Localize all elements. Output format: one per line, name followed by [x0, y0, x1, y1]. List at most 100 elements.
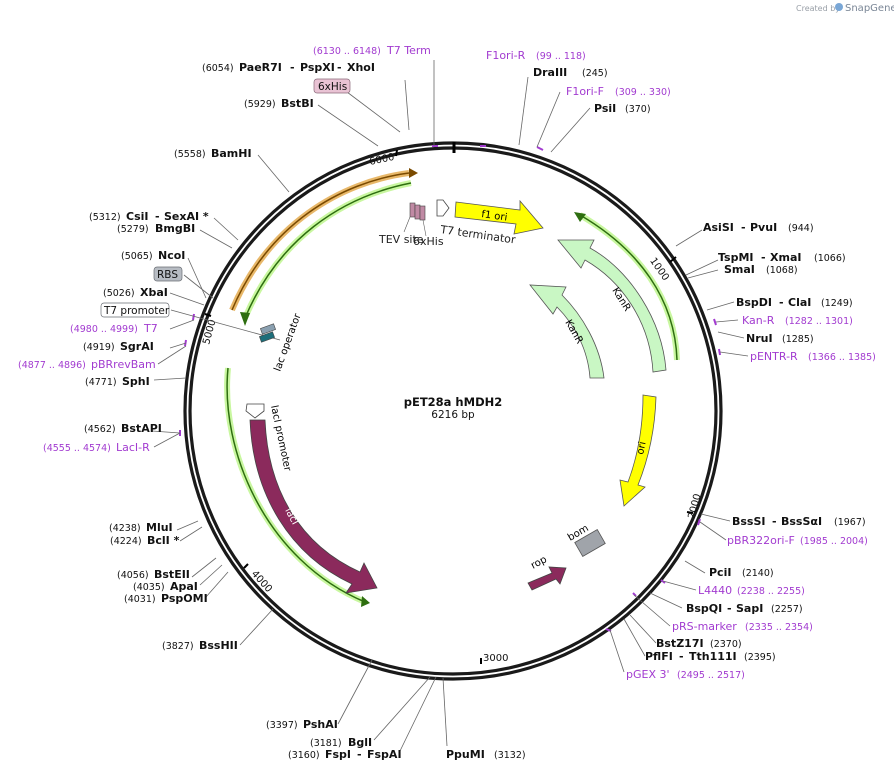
green-arc-right-arrowhead [574, 212, 586, 222]
label-ncoi: (5065) NcoI [121, 249, 185, 262]
label-bsshii: (3827) BssHII [162, 639, 238, 652]
leader-sgrai [169, 342, 187, 349]
svg-text:(4031): (4031) [124, 594, 156, 605]
leader-psii [550, 107, 591, 153]
svg-text:T7: T7 [143, 322, 158, 335]
svg-text:(2140): (2140) [742, 568, 774, 579]
primer-mark-pentr-r [718, 348, 721, 356]
leader-asisi [675, 229, 703, 247]
svg-text:FspAI: FspAI [367, 748, 402, 761]
label-bamhi: (5558) BamHI [174, 147, 252, 160]
svg-text:(3160): (3160) [288, 750, 320, 761]
leader-lines [151, 60, 749, 752]
svg-text:(1366 .. 1385): (1366 .. 1385) [808, 352, 876, 363]
svg-text:BspDI: BspDI [736, 296, 772, 309]
leader-pbr322ori-f [699, 521, 727, 541]
svg-text:SmaI: SmaI [724, 263, 755, 276]
svg-text:pBRrevBam: pBRrevBam [91, 358, 156, 371]
svg-text:TspMI: TspMI [718, 251, 754, 264]
svg-text:(1285): (1285) [782, 334, 814, 345]
credit-created-by: Created by [796, 4, 840, 13]
tick-6000 [395, 149, 398, 157]
lac-operator-label: lac operator [272, 311, 303, 373]
leader-pspomi [205, 571, 229, 598]
leader-ppumi [442, 677, 448, 747]
label-mlui: (4238) MluI [109, 521, 173, 534]
label-t7: (4980 .. 4999) T7 [70, 322, 158, 335]
plasmid-title: pET28a hMDH2 [404, 395, 503, 409]
label-psii: PsiI (370) [594, 102, 651, 115]
label-pspomi: (4031) PspOMI [124, 592, 208, 605]
svg-text:6xHis: 6xHis [318, 81, 347, 93]
svg-text:(99 .. 118): (99 .. 118) [536, 51, 586, 62]
svg-text:ClaI: ClaI [788, 296, 811, 309]
t7-terminator-label: T7 terminator [439, 223, 517, 247]
svg-text:RBS: RBS [157, 269, 178, 281]
leader-fspi [399, 676, 437, 752]
tick-1000 [669, 256, 677, 263]
leader-pgex3 [609, 629, 625, 673]
primer-mark-kan-r [713, 318, 717, 326]
svg-text:(309 .. 330): (309 .. 330) [615, 87, 671, 98]
svg-text:FspI: FspI [325, 748, 351, 761]
svg-text:-: - [761, 251, 766, 264]
leader-smai [687, 269, 719, 279]
svg-text:(3181): (3181) [310, 738, 342, 749]
leader-bspdi [706, 301, 735, 311]
leader-bsppqi [649, 592, 683, 609]
svg-text:-: - [155, 210, 160, 223]
leader-pshai [337, 659, 373, 725]
svg-text:(4056): (4056) [117, 570, 149, 581]
green-arc-right-core [579, 214, 678, 361]
leader-tspmi [685, 259, 719, 276]
tick-marks [204, 149, 694, 664]
svg-text:XbaI: XbaI [140, 286, 168, 299]
label-sgrai: (4919) SgrAI [83, 340, 154, 353]
leader-pcii [684, 560, 706, 574]
label-bmgbi: (5279) BmgBI [117, 222, 195, 235]
label-ppumi: PpuMI (3132) [446, 748, 526, 761]
tev-6xhis-feature [403, 202, 427, 237]
leader-t7promoter [170, 309, 281, 341]
leader-prs-marker [633, 594, 671, 627]
svg-text:(1068): (1068) [766, 265, 798, 276]
svg-text:SapI: SapI [736, 602, 763, 615]
leader-draiii [518, 76, 529, 146]
leader-rbs [183, 274, 214, 299]
leader-bsteii [191, 557, 217, 578]
svg-text:pRS-marker: pRS-marker [672, 620, 737, 633]
tag-6xhis: 6xHis [313, 78, 351, 94]
svg-text:pENTR-R: pENTR-R [750, 350, 798, 363]
svg-text:PciI: PciI [709, 566, 731, 579]
tick-2000 [686, 511, 694, 514]
svg-text:(5065): (5065) [121, 251, 153, 262]
svg-text:(4919): (4919) [83, 342, 115, 353]
label-pgex3: pGEX 3' (2495 .. 2517) [626, 668, 745, 681]
svg-text:BstAPI: BstAPI [121, 422, 162, 435]
label-bsssi: BssSI - BssSαI (1967) [732, 515, 866, 528]
svg-text:(4980 .. 4999): (4980 .. 4999) [70, 324, 138, 335]
tag-rbs: RBS [153, 266, 183, 282]
credit-brand: SnapGene [845, 3, 894, 14]
svg-text:NcoI: NcoI [158, 249, 185, 262]
primer-mark-l4440 [660, 579, 666, 584]
rop-label: rop [529, 554, 549, 571]
svg-text:LacI-R: LacI-R [116, 441, 150, 454]
svg-text:(2395): (2395) [744, 652, 776, 663]
svg-text:SexAI *: SexAI * [164, 210, 209, 223]
orange-arc-core [231, 172, 410, 311]
leader-f1ori-f [536, 91, 561, 148]
kanr-inner-arrow [529, 284, 605, 379]
svg-text:-: - [772, 515, 777, 528]
label-laci-r: (4555 .. 4574) LacI-R [43, 441, 150, 454]
label-csii: (5312) CsiI - SexAI * [89, 210, 209, 223]
svg-text:(3397): (3397) [266, 720, 298, 731]
label-pflfi: PflFI - Tth111I (2395) [645, 650, 776, 663]
svg-text:ApaI: ApaI [170, 580, 198, 593]
svg-text:PspOMI: PspOMI [161, 592, 208, 605]
label-bgli: (3181) BglI [310, 736, 372, 749]
kanr-outer-arrow [557, 239, 667, 373]
svg-text:PaeR7I: PaeR7I [239, 61, 282, 74]
svg-text:PpuMI: PpuMI [446, 748, 485, 761]
